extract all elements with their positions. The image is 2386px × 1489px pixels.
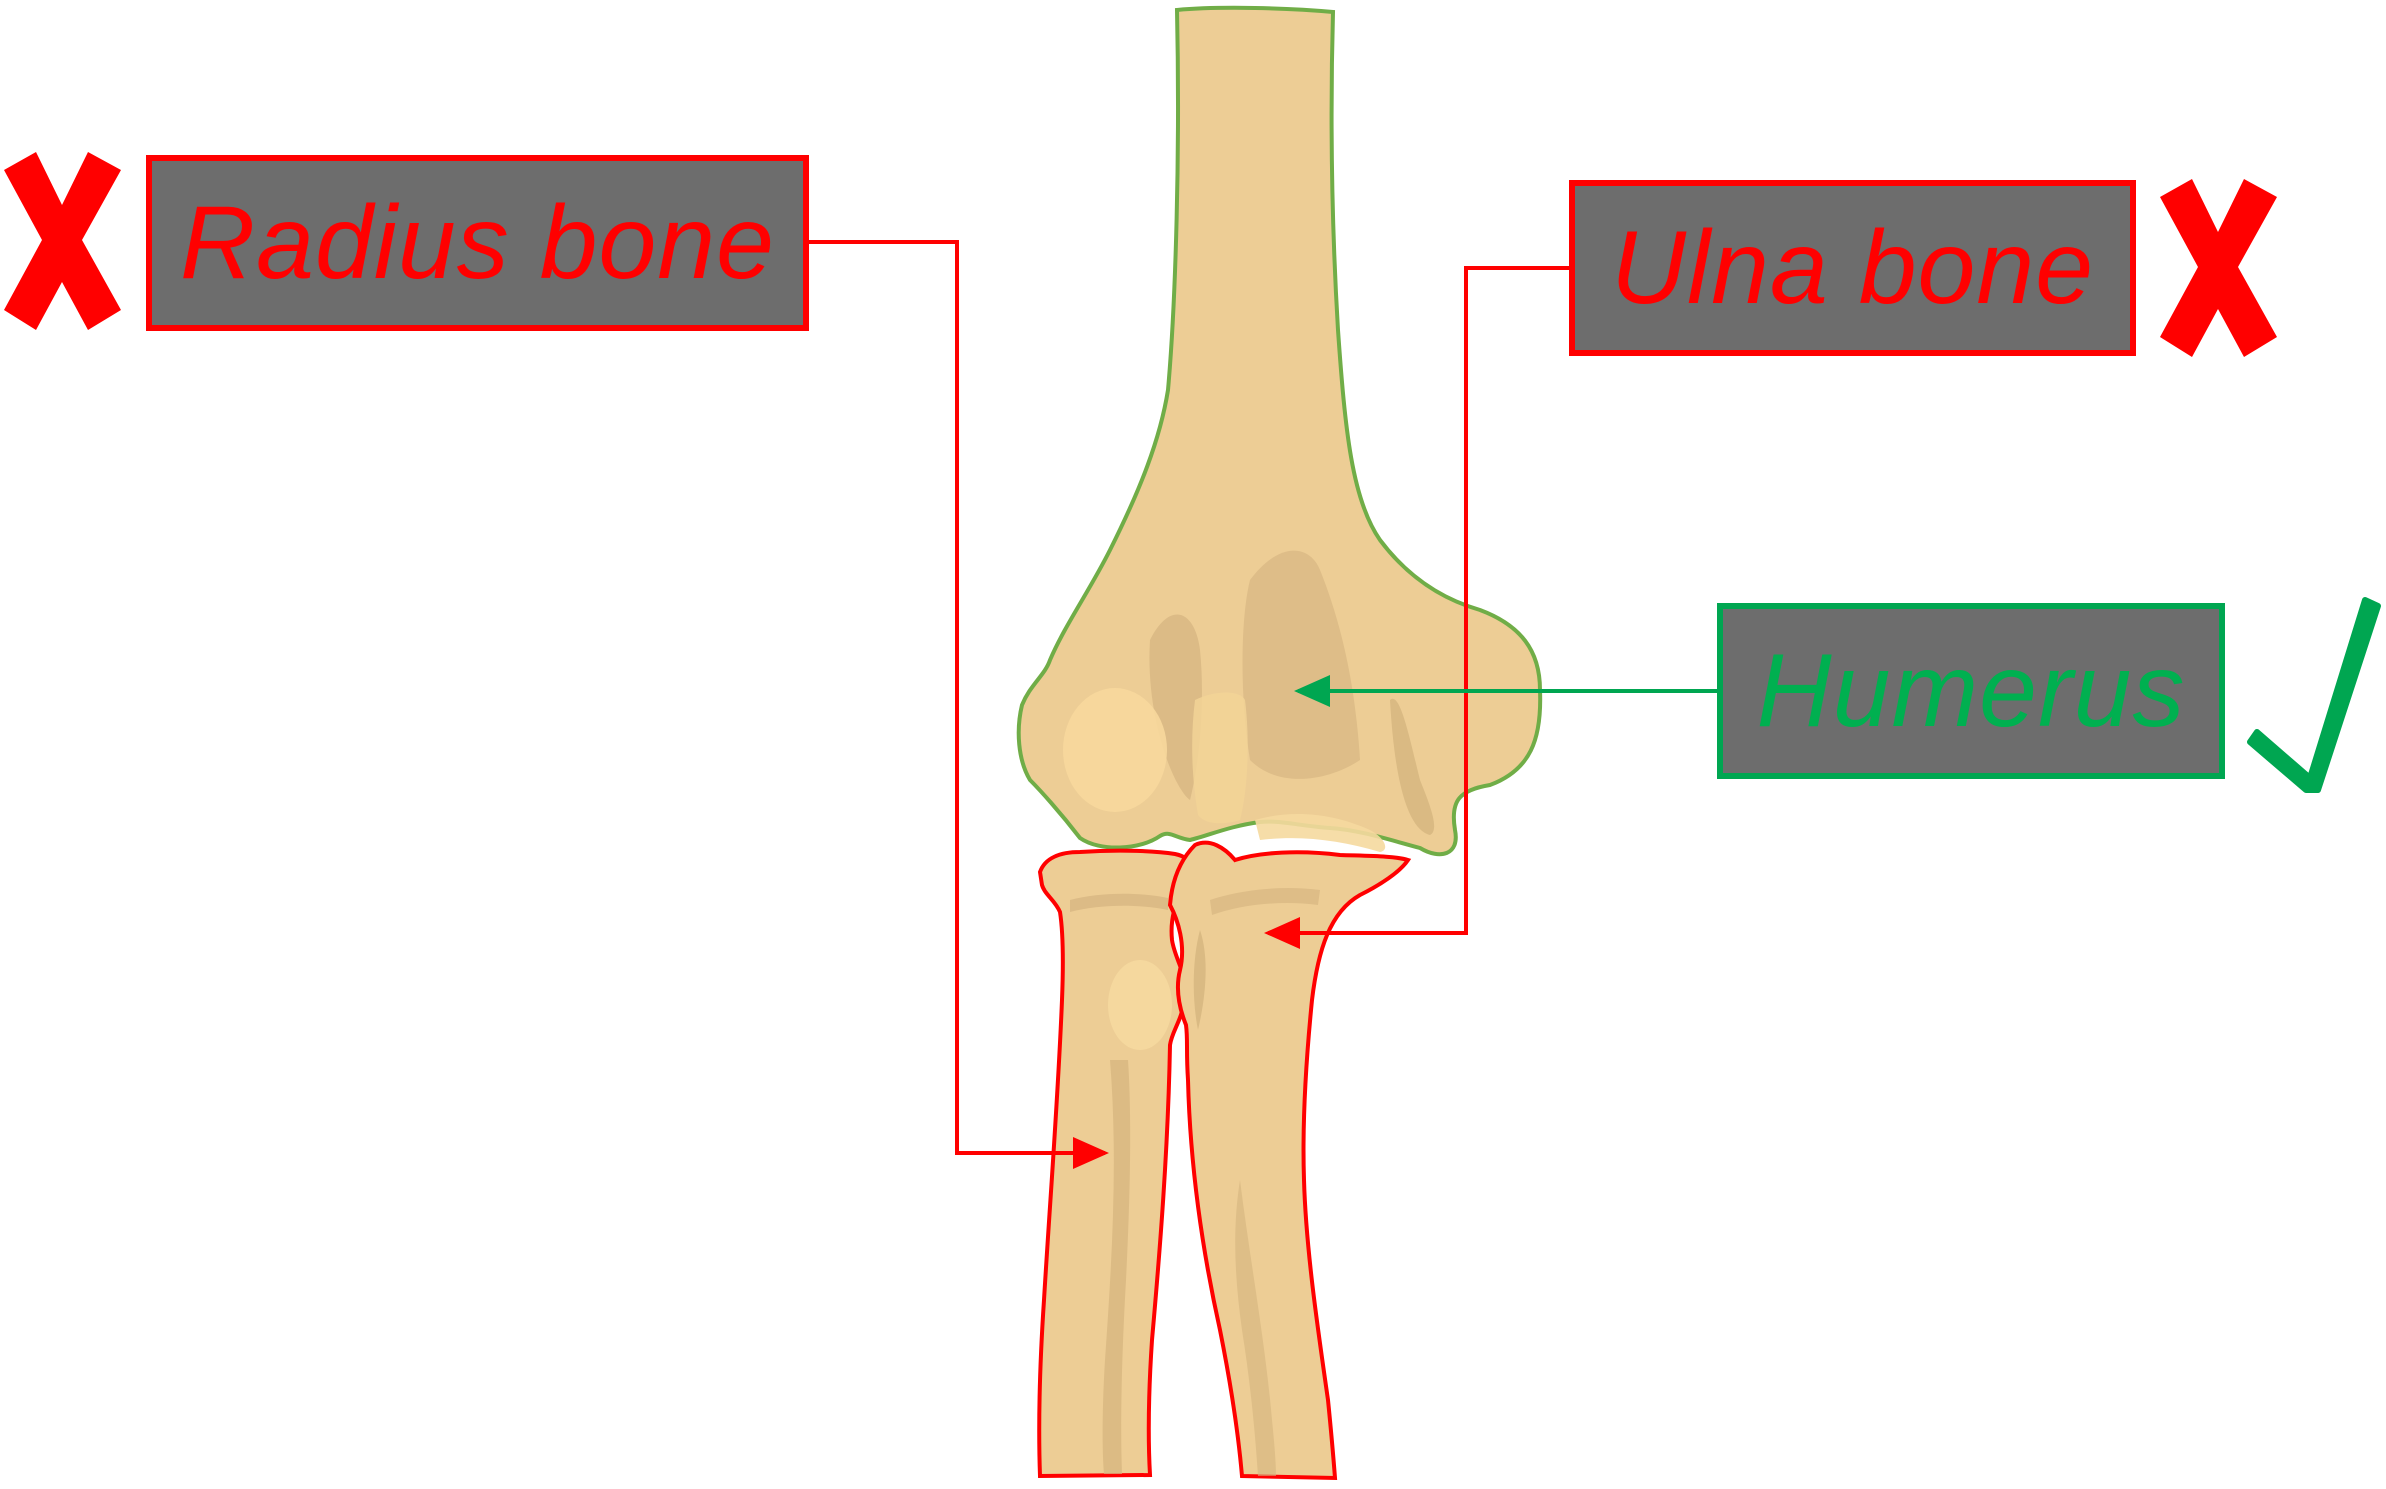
check-mark-icon: [2247, 597, 2381, 793]
humerus-bone: [1016, 5, 1543, 857]
ulna-bone-label: Ulna bone: [1569, 180, 2136, 356]
radius-bone: [1037, 848, 1196, 1479]
ulna-bone: [1167, 840, 1412, 1481]
ulna-bone-label-text: Ulna bone: [1610, 210, 2095, 326]
radius-bone-label: Radius bone: [146, 155, 809, 331]
humerus-label-text: Humerus: [1756, 633, 2186, 749]
radius-bone-label-text: Radius bone: [180, 185, 775, 301]
ulna-leader-line: [1264, 266, 1569, 949]
cross-mark-icon: [4, 152, 121, 330]
radius-leader-line: [809, 240, 1109, 1169]
cross-mark-icon: [2160, 179, 2277, 357]
humerus-label: Humerus: [1717, 603, 2225, 779]
